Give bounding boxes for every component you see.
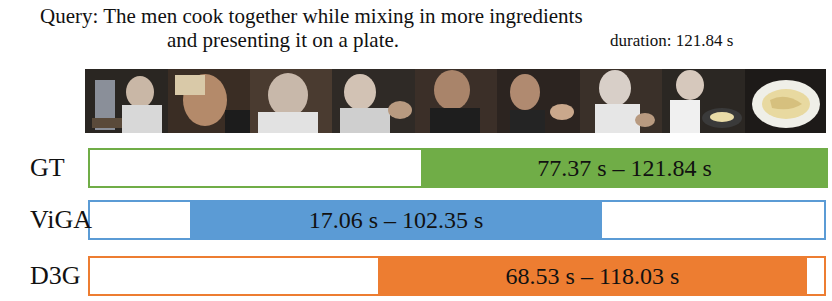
- timeline-bar: GT77.37 s – 121.84 s: [88, 148, 826, 188]
- row-label: ViGA: [30, 205, 92, 235]
- time-range: 77.37 s – 121.84 s: [537, 155, 712, 182]
- prediction-segment: 68.53 s – 118.03 s: [378, 256, 807, 296]
- timeline-bar: D3G68.53 s – 118.03 s: [88, 256, 826, 296]
- time-range: 68.53 s – 118.03 s: [506, 263, 680, 290]
- time-range: 17.06 s – 102.35 s: [309, 207, 484, 234]
- query-text: Query: The men cook together while mixin…: [40, 4, 596, 52]
- duration-label: duration: 121.84 s: [610, 31, 733, 51]
- row-label: D3G: [30, 261, 81, 291]
- row-label: GT: [30, 153, 65, 183]
- prediction-segment: 17.06 s – 102.35 s: [190, 200, 602, 240]
- frame-strip: [85, 69, 826, 133]
- prediction-segment: 77.37 s – 121.84 s: [421, 148, 828, 188]
- timeline-bar: ViGA17.06 s – 102.35 s: [88, 200, 826, 240]
